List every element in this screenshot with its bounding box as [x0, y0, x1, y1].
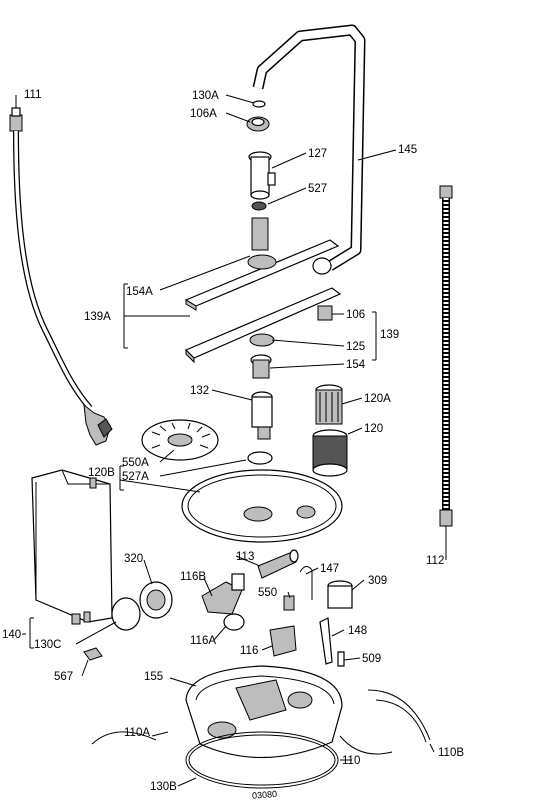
label-116: 116 — [240, 645, 258, 657]
label-110B: 110B — [438, 747, 464, 759]
fine-filter-120A — [315, 384, 343, 425]
part-148 — [319, 617, 333, 665]
gasket-130B — [185, 731, 339, 789]
seal-527 — [251, 201, 267, 211]
label-140: 140 — [2, 629, 21, 641]
label-527: 527 — [308, 183, 327, 195]
bearing-125 — [249, 333, 275, 347]
valve-116 — [269, 625, 297, 657]
label-120B: 120B — [88, 467, 115, 479]
label-550A: 550A — [122, 457, 149, 469]
seal-130C — [111, 597, 141, 631]
label-130C: 130C — [34, 639, 62, 651]
water-softener-140 — [31, 469, 113, 625]
coarse-filter-120 — [312, 429, 348, 477]
label-139A: 139A — [84, 311, 111, 323]
label-550: 550 — [258, 587, 277, 599]
seal-527A — [247, 451, 273, 465]
clip-567 — [83, 647, 103, 661]
drawing-number: 03080 — [252, 789, 278, 800]
label-116B: 116B — [180, 571, 206, 583]
housing-320 — [139, 581, 173, 619]
hose-110 — [339, 735, 393, 755]
label-155: 155 — [144, 671, 163, 683]
gasket-110B — [367, 689, 431, 741]
label-130B: 130B — [150, 781, 177, 793]
hose-110A — [91, 731, 157, 745]
sump-cover-plate — [181, 469, 343, 543]
float-116A — [223, 613, 245, 631]
sump-155 — [185, 665, 343, 759]
nut-154 — [250, 354, 272, 379]
label-125: 125 — [346, 341, 365, 353]
drain-hose-112 — [439, 185, 453, 527]
label-567: 567 — [54, 671, 73, 683]
label-145: 145 — [398, 144, 417, 156]
label-132: 132 — [190, 385, 209, 397]
label-527A: 527A — [122, 471, 149, 483]
label-106: 106 — [346, 309, 365, 321]
tube-132 — [251, 391, 273, 440]
inlet-hose-111 — [9, 107, 113, 446]
label-154: 154 — [346, 359, 366, 371]
label-127: 127 — [308, 148, 327, 160]
label-116A: 116A — [190, 635, 216, 647]
label-120: 120 — [364, 423, 383, 435]
label-139: 139 — [380, 329, 399, 341]
spring-147 — [299, 566, 313, 600]
label-120A: 120A — [364, 393, 391, 405]
label-320: 320 — [124, 553, 143, 565]
feed-pipe-145 — [252, 24, 366, 275]
lower-spray-arm-139 — [184, 287, 342, 364]
strainer-550A — [141, 419, 219, 461]
connector-113 — [257, 549, 299, 579]
label-130A: 130A — [192, 90, 219, 102]
dispenser-309 — [327, 580, 353, 609]
nut-106A — [246, 116, 270, 132]
label-154A: 154A — [126, 286, 153, 298]
connector-127 — [248, 151, 276, 200]
label-309: 309 — [368, 575, 387, 587]
part-509 — [337, 651, 345, 667]
upper-spray-arm-154A — [184, 217, 340, 311]
leader-lines — [22, 94, 447, 787]
label-112: 112 — [426, 555, 444, 567]
label-110: 110 — [342, 755, 360, 767]
label-147: 147 — [320, 563, 339, 575]
label-113: 113 — [236, 551, 254, 563]
label-111: 111 — [24, 89, 41, 101]
part-550 — [283, 595, 295, 611]
seal-130A — [252, 100, 266, 108]
label-509: 509 — [362, 653, 381, 665]
label-106A: 106A — [190, 108, 217, 120]
clip-106 — [317, 305, 333, 321]
label-148: 148 — [348, 625, 367, 637]
valve-116B — [201, 573, 245, 615]
label-110A: 110A — [124, 727, 150, 739]
